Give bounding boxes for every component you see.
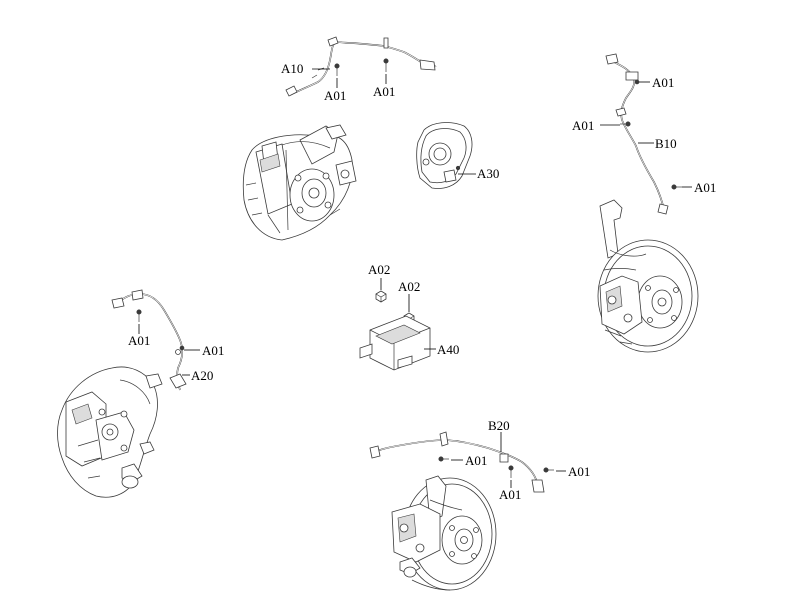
label-a01-right-low: A01	[694, 180, 717, 195]
bolt-a01-right-top	[634, 79, 640, 85]
nut-a02-left	[375, 290, 387, 303]
front-left-knuckle-assembly	[57, 366, 163, 498]
front-knuckle-assembly	[242, 124, 357, 241]
bolt-a01-top-left	[334, 63, 340, 76]
bolt-a01-bottom-b	[508, 465, 514, 478]
label-a10: A10	[281, 61, 304, 76]
label-a01-right-mid: A01	[572, 118, 595, 133]
label-a20: A20	[191, 368, 214, 383]
label-b10: B10	[655, 136, 677, 151]
label-a01-bottom-c: A01	[568, 464, 591, 479]
sensor-harness-b10	[605, 53, 669, 215]
rear-left-brake-assembly	[391, 475, 497, 591]
bolt-a01-right-mid	[620, 121, 631, 127]
label-a02-right: A02	[398, 279, 421, 294]
label-b20: B20	[488, 418, 510, 433]
bolt-a01-left-b	[179, 345, 185, 351]
bolt-a01-bottom-a	[438, 456, 449, 462]
label-a02-left: A02	[368, 262, 391, 277]
label-a01-top-left: A01	[324, 88, 347, 103]
rear-right-brake-assembly	[597, 199, 699, 353]
sensor-harness-a10	[285, 36, 437, 97]
label-a40: A40	[437, 342, 460, 357]
label-a01-right-top: A01	[652, 75, 675, 90]
label-a01-bottom-a: A01	[465, 453, 488, 468]
bolt-a01-bottom-c	[543, 467, 554, 473]
label-a01-bottom-b: A01	[499, 487, 522, 502]
label-a01-left-b: A01	[202, 343, 225, 358]
bolt-a01-left-a	[136, 309, 142, 322]
sensor-harness-a20	[111, 289, 187, 391]
bolt-a01-top-right	[383, 58, 389, 72]
sensor-harness-b20	[369, 431, 545, 493]
part-a30-plate	[416, 122, 473, 189]
label-a01-left-a: A01	[128, 333, 151, 348]
label-a01-top-right: A01	[373, 84, 396, 99]
bolt-a01-right-low	[671, 184, 682, 190]
module-a40	[359, 315, 431, 371]
label-a30: A30	[477, 166, 500, 181]
